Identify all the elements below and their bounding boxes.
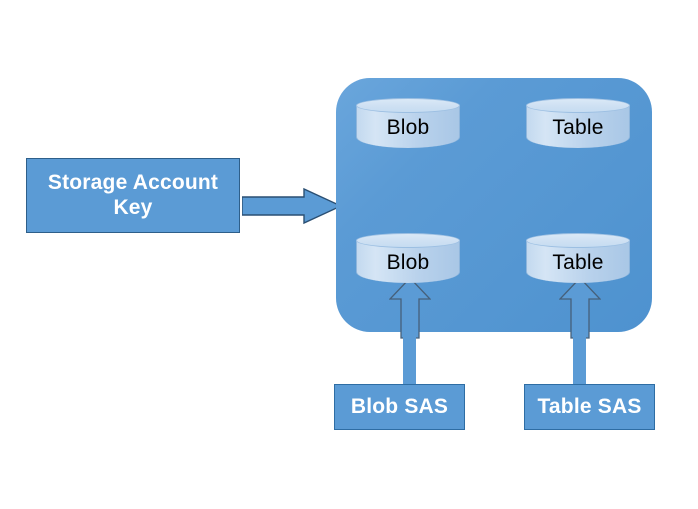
service-label: Table bbox=[552, 116, 604, 139]
connector-blob-sas bbox=[403, 330, 416, 388]
table-sas-box: Table SAS bbox=[524, 384, 655, 430]
storage-account-key-line1: Storage Account bbox=[47, 171, 219, 195]
service-cylinder-table-top: Table bbox=[526, 98, 630, 148]
service-label: Blob bbox=[386, 251, 430, 274]
service-cylinder-blob-top: Blob bbox=[356, 98, 460, 148]
blob-sas-box: Blob SAS bbox=[334, 384, 465, 430]
database-cylinder-top-icon bbox=[356, 233, 460, 248]
arrow-right-icon bbox=[242, 187, 342, 225]
blob-sas-label: Blob SAS bbox=[350, 395, 449, 418]
database-cylinder-top-icon bbox=[526, 98, 630, 113]
table-sas-label: Table SAS bbox=[537, 395, 642, 418]
database-cylinder-top-icon bbox=[526, 233, 630, 248]
connector-table-sas bbox=[573, 330, 586, 388]
service-label: Blob bbox=[386, 116, 430, 139]
service-cylinder-blob-bottom: Blob bbox=[356, 233, 460, 283]
storage-account-key-line2: Key bbox=[113, 195, 153, 219]
service-label: Table bbox=[552, 251, 604, 274]
database-cylinder-top-icon bbox=[356, 98, 460, 113]
service-cylinder-table-bottom: Table bbox=[526, 233, 630, 283]
